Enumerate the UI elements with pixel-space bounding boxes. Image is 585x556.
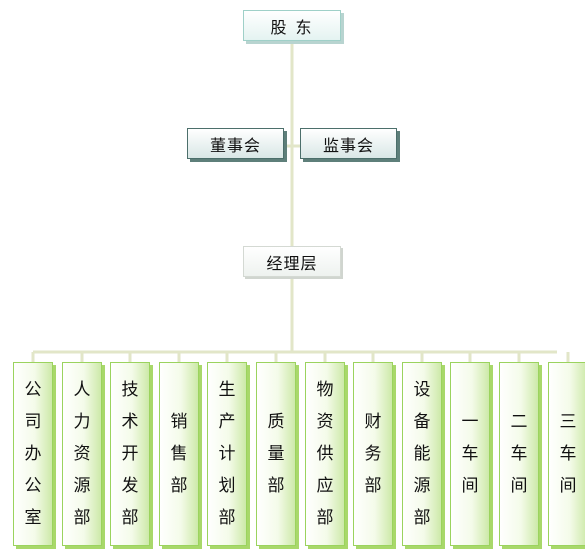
department-node: 公司办公室: [13, 362, 53, 546]
department-label: 三车间: [559, 412, 577, 496]
department-node: 财务部: [353, 362, 393, 546]
department-label: 一车间: [461, 412, 479, 496]
department-label: 二车间: [510, 412, 528, 496]
department-node: 二车间: [499, 362, 539, 546]
department-label: 设备能源部: [413, 380, 431, 528]
department-label: 物资供应部: [316, 380, 334, 528]
department-node: 一车间: [450, 362, 490, 546]
department-node: 销售部: [159, 362, 199, 546]
department-label: 质量部: [267, 412, 285, 496]
department-node: 技术开发部: [110, 362, 150, 546]
department-label: 财务部: [364, 412, 382, 496]
department-node: 人力资源部: [62, 362, 102, 546]
department-label: 生产计划部: [218, 380, 236, 528]
shareholders-node: 股 东: [243, 10, 341, 41]
department-node: 生产计划部: [207, 362, 247, 546]
supervisory-board-node: 监事会: [300, 128, 397, 159]
management-node: 经理层: [243, 246, 341, 277]
supervisory-board-label: 监事会: [322, 135, 374, 155]
board-of-directors-node: 董事会: [187, 128, 284, 159]
department-node: 三车间: [548, 362, 585, 546]
department-label: 人力资源部: [73, 380, 91, 528]
department-label: 技术开发部: [121, 380, 139, 528]
department-label: 公司办公室: [24, 380, 42, 528]
shareholders-label: 股 东: [270, 17, 314, 37]
department-node: 设备能源部: [402, 362, 442, 546]
department-node: 质量部: [256, 362, 296, 546]
department-label: 销售部: [170, 412, 188, 496]
management-label: 经理层: [266, 253, 318, 273]
board-of-directors-label: 董事会: [209, 135, 261, 155]
department-node: 物资供应部: [305, 362, 345, 546]
